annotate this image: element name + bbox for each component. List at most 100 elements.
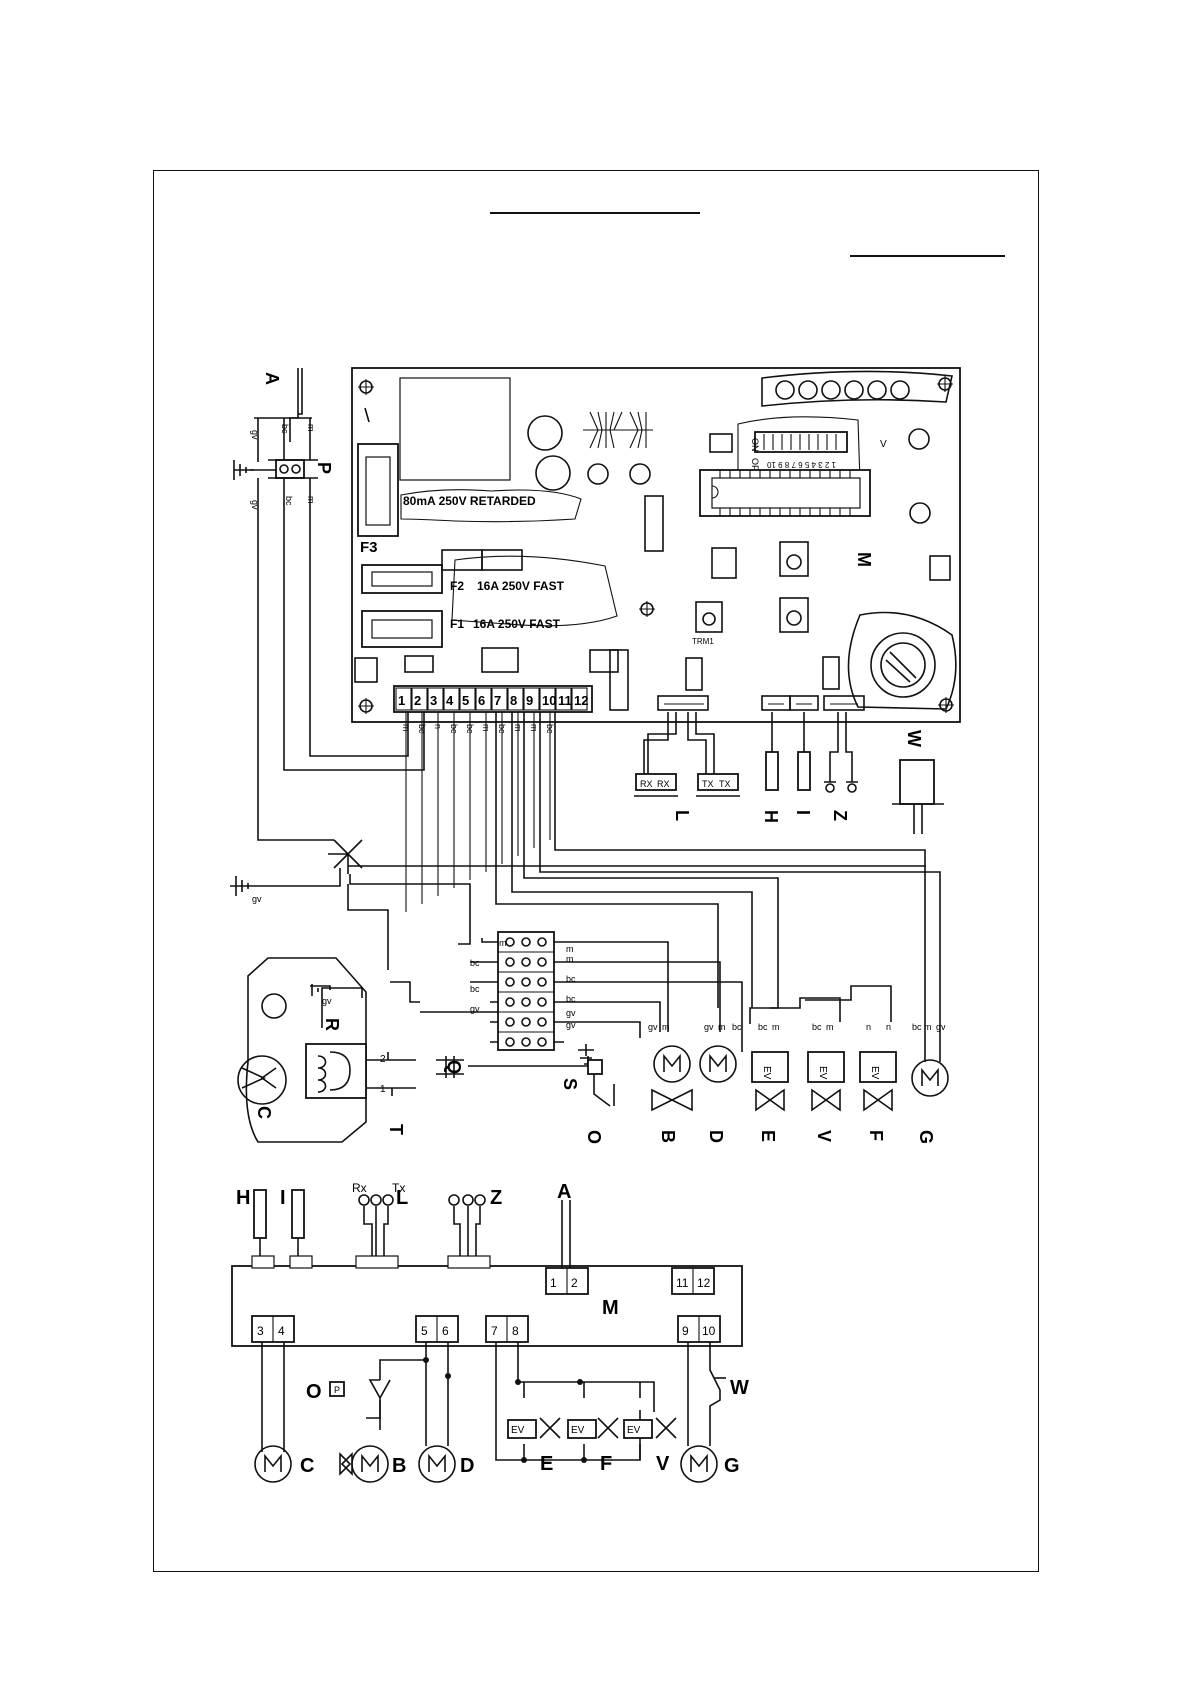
route-wire-code: m [924, 1022, 932, 1032]
junction-screw [521, 957, 531, 967]
pressostat-O [578, 1044, 615, 1107]
valve-V [807, 1051, 845, 1112]
label-S: S [560, 1078, 580, 1090]
terminal-number: 3 [430, 693, 437, 708]
junction-screw [537, 997, 547, 1007]
terminal-number: 8 [510, 693, 517, 708]
dip-on-label: ON [750, 438, 760, 452]
wire-F-n [805, 985, 892, 1022]
heatsink [583, 411, 653, 449]
wire-V-m [770, 997, 841, 1022]
route-wire-code: m [772, 1022, 780, 1032]
wire-to-G1 [554, 712, 926, 1062]
terminal-number: 10 [542, 693, 556, 708]
route-wire-code: m [718, 1022, 726, 1032]
route-wire-code: gv [566, 1020, 576, 1030]
wire-gv-relay [347, 884, 389, 970]
label-Z: Z [830, 810, 850, 821]
wire-m-a1: m [306, 424, 316, 432]
header-underline [490, 212, 700, 214]
microcontroller [699, 469, 871, 517]
terminal-cell [523, 687, 540, 711]
wire-S-left [470, 938, 490, 983]
wire-to-G3 [539, 712, 941, 1062]
fuse-f1-rating: 16A 250V FAST [473, 617, 561, 631]
schematic [231, 1189, 743, 1483]
junction-screw [521, 1037, 531, 1047]
route-wire-code: gv [704, 1022, 714, 1032]
route-wire-code: gv [470, 1004, 480, 1014]
valve-F [859, 1051, 897, 1112]
terminal-cell [555, 687, 572, 711]
wire-E-m [749, 1007, 778, 1024]
terminal-cell [459, 687, 476, 711]
terminal-number: 12 [574, 693, 588, 708]
route-wire-code: bc [470, 958, 480, 968]
route-wire-code: bc [732, 1022, 742, 1032]
motor-G [911, 1059, 949, 1097]
sch-bottom-terminal: 4 [278, 1324, 285, 1338]
route-wire-code: gv [936, 1022, 946, 1032]
wire-gv-a1: gv [250, 430, 260, 440]
route-wire-code: gv [648, 1022, 658, 1032]
label-Q: Q [444, 1060, 464, 1074]
label-R: R [322, 1018, 342, 1031]
sch-label-B: B [392, 1455, 406, 1477]
sch-bottom-terminal: 7 [491, 1324, 498, 1338]
thermostat-W [892, 759, 944, 834]
terminal-number: 2 [414, 693, 421, 708]
dip-numbers: 1 2 3 4 5 6 7 8 9 10 [767, 460, 836, 469]
led-2 [629, 463, 651, 485]
terminal-cell [395, 687, 412, 711]
sch-tx-label: Tx [392, 1181, 405, 1195]
relay-pin-1: 1 [380, 1084, 386, 1095]
terminal-cell [475, 687, 492, 711]
junction-screw [537, 1017, 547, 1027]
fuse-f3-label: 80mA 250V RETARDED [403, 494, 536, 508]
junction-screw [521, 937, 531, 947]
sch-bottom-terminal: 3 [257, 1324, 264, 1338]
sch-label-E: E [540, 1453, 553, 1475]
tx-label-1: TX [702, 779, 714, 789]
terminal-cell [411, 687, 428, 711]
sch-ev-3: EV [627, 1425, 641, 1436]
wire-m-mains [309, 478, 409, 757]
ev-label-V: EV [817, 1066, 828, 1080]
wire-to-E2 [511, 712, 753, 1008]
sch-label-L: L [396, 1187, 408, 1209]
sch-label-F: F [600, 1453, 612, 1475]
page-frame [153, 170, 1039, 1572]
junction-screw [537, 1037, 547, 1047]
junction-screw [505, 1017, 515, 1027]
terminal-number: 4 [446, 693, 454, 708]
label-E: E [758, 1130, 778, 1142]
route-wire-code: m [566, 954, 574, 964]
route-wire-code: m [499, 938, 507, 948]
fuse-f2-rating: 16A 250V FAST [477, 579, 565, 593]
junction-screw [505, 977, 515, 987]
junction-block-S [490, 931, 564, 1051]
label-I: I [793, 810, 813, 815]
sch-top-terminal: 2 [571, 1276, 578, 1290]
junction-screw [521, 1017, 531, 1027]
header-underline-right [850, 255, 1005, 257]
wire-S-relay [390, 981, 498, 1013]
terminal-number: 11 [558, 693, 572, 708]
sch-label-V: V [656, 1453, 670, 1475]
fuse-f3 [365, 456, 391, 526]
wire-gv-boiler: gv [322, 996, 332, 1006]
board-slot [364, 407, 370, 423]
route-wire-code: gv [566, 1008, 576, 1018]
wire-gv-gnd: gv [252, 894, 262, 904]
sch-label-H: H [236, 1187, 250, 1209]
terminal-cell [539, 687, 556, 711]
sensor-H-I [765, 712, 811, 791]
mains-input-A [233, 368, 318, 480]
route-wire-code: n [866, 1022, 871, 1032]
terminal-block [393, 685, 593, 713]
junction-screw [521, 977, 531, 987]
mounting-holes [358, 376, 954, 714]
board-components [354, 428, 951, 711]
terminal-number: 9 [526, 693, 533, 708]
terminal-number: 7 [494, 693, 501, 708]
